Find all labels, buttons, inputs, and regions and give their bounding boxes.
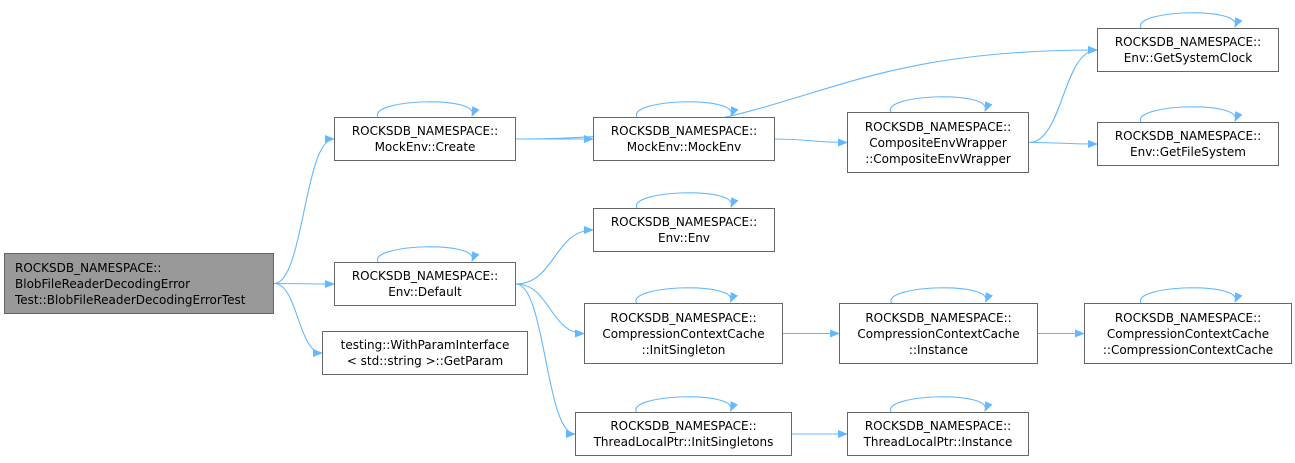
- node-env-default[interactable]: ROCKSDB_NAMESPACE::Env::Default: [334, 262, 516, 306]
- node-label-line: BlobFileReaderDecodingError: [15, 276, 191, 291]
- node-label-line: ROCKSDB_NAMESPACE::: [610, 124, 758, 138]
- node-label-line: ::InitSingleton: [641, 342, 726, 357]
- node-label-line: ROCKSDB_NAMESPACE::: [864, 419, 1012, 433]
- call-edge: [273, 279, 335, 288]
- node-ccc-initsingleton[interactable]: ROCKSDB_NAMESPACE::CompressionContextCac…: [584, 303, 783, 364]
- node-env-getfilesystem[interactable]: ROCKSDB_NAMESPACE::Env::GetFileSystem: [1097, 122, 1279, 166]
- self-loop-edge: [1140, 12, 1243, 29]
- node-tlp-initsingletons[interactable]: ROCKSDB_NAMESPACE::ThreadLocalPtr::InitS…: [575, 412, 792, 456]
- self-loop-edge: [1140, 106, 1243, 123]
- call-edge: [273, 282, 323, 357]
- node-env-env[interactable]: ROCKSDB_NAMESPACE::Env::Env: [593, 208, 775, 252]
- call-edge: [515, 226, 594, 285]
- self-loop-edge: [635, 396, 738, 413]
- node-label-line: ROCKSDB_NAMESPACE::: [1114, 35, 1262, 49]
- node-label-line: ROCKSDB_NAMESPACE::: [15, 260, 162, 275]
- self-loop-edge: [635, 287, 738, 304]
- self-loop-edge: [1140, 287, 1243, 304]
- node-label-line: CompressionContextCache: [857, 326, 1020, 341]
- node-label-line: Env::Env: [657, 231, 710, 245]
- node-label-line: Test::BlobFileReaderDecodingErrorTest: [15, 292, 246, 307]
- node-label-line: testing::WithParamInterface: [340, 338, 510, 352]
- self-loop-edge: [890, 96, 993, 113]
- call-edge: [273, 135, 335, 285]
- self-loop-edge: [636, 101, 739, 118]
- node-label-line: Env::GetSystemClock: [1123, 51, 1253, 65]
- node-label-line: MockEnv::MockEnv: [626, 140, 742, 154]
- node-label-line: CompressionContextCache: [1106, 326, 1270, 341]
- node-label-line: ROCKSDB_NAMESPACE::: [1114, 129, 1262, 143]
- call-edge: [515, 283, 576, 438]
- node-label-line: ThreadLocalPtr::Instance: [863, 435, 1013, 449]
- node-label-line: Env::Default: [388, 285, 462, 299]
- node-label-line: ROCKSDB_NAMESPACE::: [351, 269, 499, 283]
- self-loop-edge: [890, 287, 993, 304]
- node-label-line: ::CompositeEnvWrapper: [865, 151, 1011, 166]
- node-label-line: ROCKSDB_NAMESPACE::: [610, 310, 757, 325]
- node-label-line: MockEnv::Create: [374, 140, 476, 154]
- node-label-line: Env::GetFileSystem: [1130, 145, 1246, 159]
- node-label-line: CompressionContextCache: [602, 326, 765, 341]
- node-tlp-instance[interactable]: ROCKSDB_NAMESPACE::ThreadLocalPtr::Insta…: [847, 412, 1029, 456]
- node-env-getsystemclock[interactable]: ROCKSDB_NAMESPACE::Env::GetSystemClock: [1097, 28, 1279, 72]
- node-mockenv-mockenv[interactable]: ROCKSDB_NAMESPACE::MockEnv::MockEnv: [593, 117, 775, 161]
- self-loop-edge: [377, 101, 480, 118]
- node-composite-wrapper[interactable]: ROCKSDB_NAMESPACE::CompositeEnvWrapper::…: [847, 112, 1029, 173]
- node-label-line: ROCKSDB_NAMESPACE::: [351, 124, 499, 138]
- call-edge: [515, 283, 585, 338]
- node-mockenv-create[interactable]: ROCKSDB_NAMESPACE::MockEnv::Create: [334, 117, 516, 161]
- node-ccc-ctor[interactable]: ROCKSDB_NAMESPACE::CompressionContextCac…: [1084, 303, 1292, 364]
- node-label-line: ROCKSDB_NAMESPACE::: [1114, 310, 1262, 325]
- call-edge: [1028, 139, 1098, 148]
- self-loop-edge: [377, 246, 480, 263]
- call-edge: [1028, 46, 1098, 144]
- node-label-line: CompositeEnvWrapper: [869, 135, 1007, 150]
- call-edge: [774, 138, 848, 147]
- node-getparam[interactable]: testing::WithParamInterface< std::string…: [322, 331, 528, 375]
- node-label-line: ::CompressionContextCache: [1102, 342, 1274, 357]
- node-label-line: < std::string >::GetParam: [346, 354, 504, 368]
- node-ccc-instance[interactable]: ROCKSDB_NAMESPACE::CompressionContextCac…: [839, 303, 1038, 364]
- node-label-line: ::Instance: [908, 342, 969, 357]
- self-loop-edge: [636, 192, 739, 209]
- node-label-line: ROCKSDB_NAMESPACE::: [610, 215, 758, 229]
- node-label-line: ROCKSDB_NAMESPACE::: [864, 119, 1012, 134]
- node-label-line: ROCKSDB_NAMESPACE::: [865, 310, 1012, 325]
- node-label-line: ROCKSDB_NAMESPACE::: [610, 419, 757, 433]
- self-loop-edge: [890, 396, 993, 413]
- node-label-line: ThreadLocalPtr::InitSingletons: [593, 435, 774, 449]
- node-root[interactable]: ROCKSDB_NAMESPACE::BlobFileReaderDecodin…: [4, 253, 274, 314]
